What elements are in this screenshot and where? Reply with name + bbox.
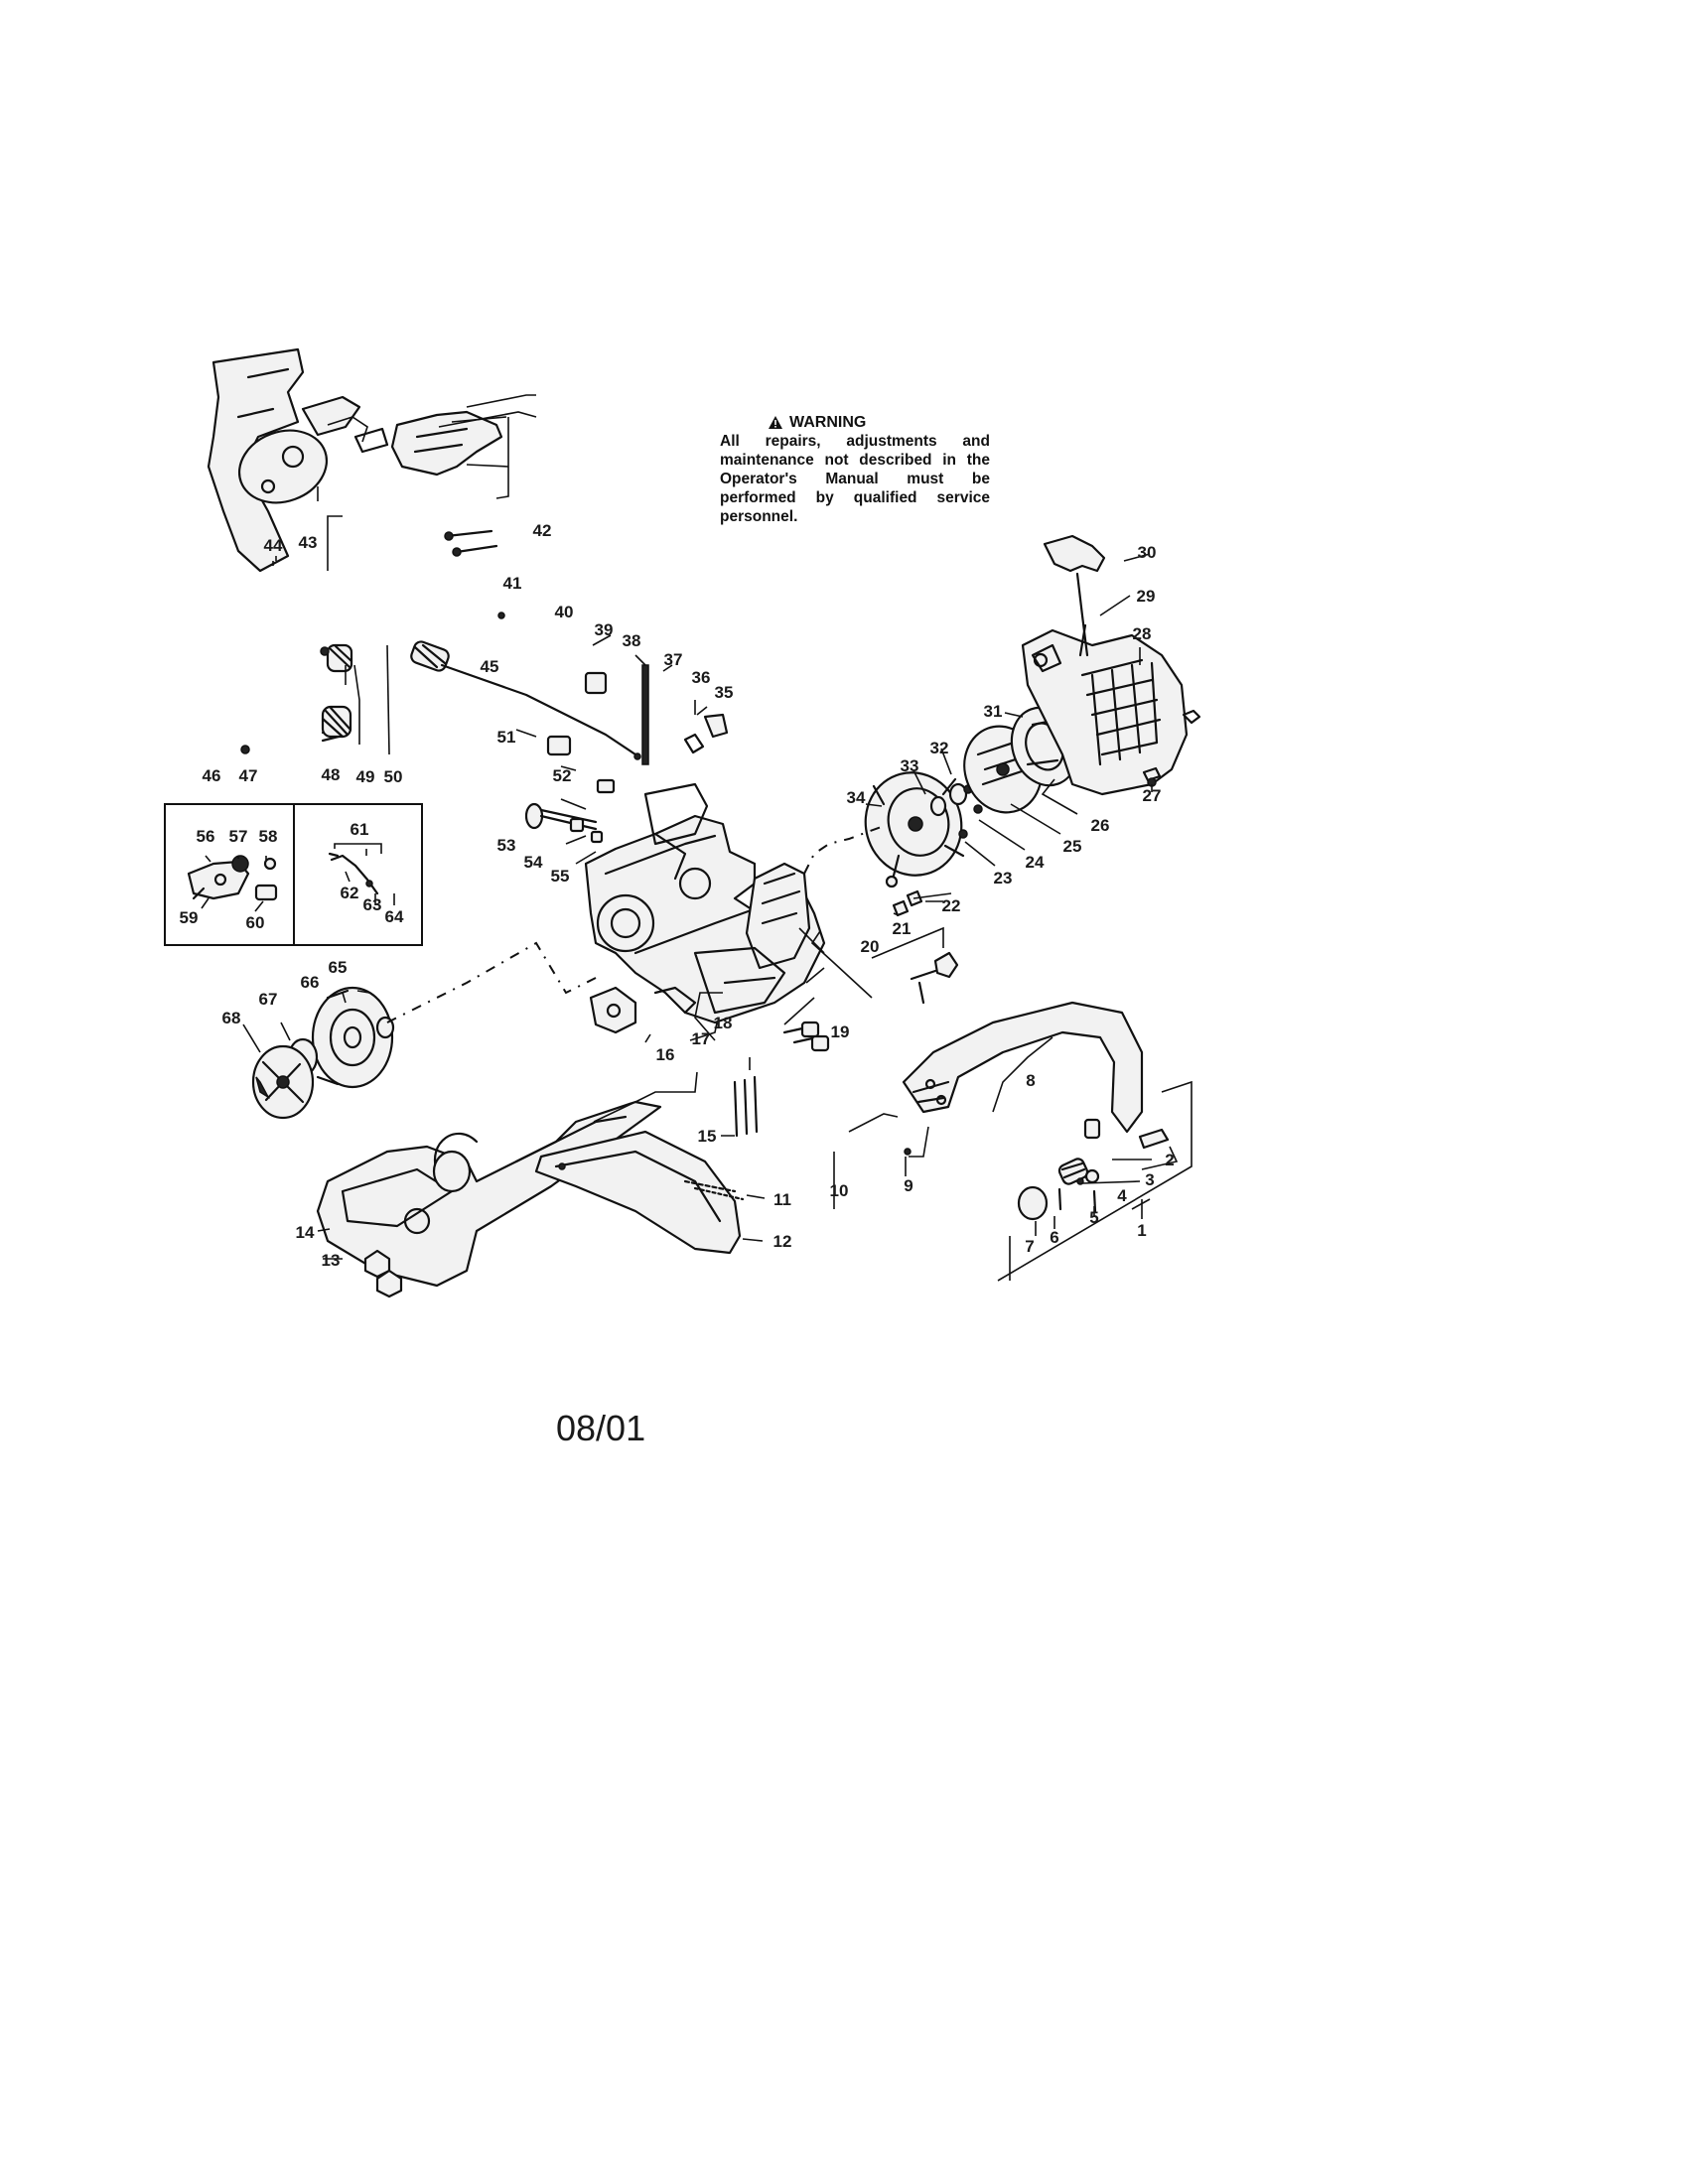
starter-housing-28 bbox=[1021, 628, 1189, 796]
label-32: 32 bbox=[930, 739, 949, 757]
label-52: 52 bbox=[553, 766, 572, 785]
revision-date: 08/01 bbox=[556, 1408, 646, 1448]
label-6: 6 bbox=[1050, 1228, 1058, 1247]
label-36: 36 bbox=[692, 668, 711, 687]
label-63: 63 bbox=[363, 895, 382, 914]
label-61: 61 bbox=[351, 820, 369, 839]
cable-39 bbox=[440, 663, 641, 760]
label-10: 10 bbox=[830, 1181, 849, 1200]
label-1: 1 bbox=[1137, 1221, 1146, 1240]
label-16: 16 bbox=[656, 1045, 675, 1064]
label-57: 57 bbox=[229, 827, 248, 846]
label-25: 25 bbox=[1063, 837, 1082, 856]
label-9: 9 bbox=[904, 1176, 912, 1195]
flywheel-34 bbox=[864, 771, 965, 878]
label-7: 7 bbox=[1025, 1237, 1034, 1256]
label-56: 56 bbox=[197, 827, 215, 846]
label-64: 64 bbox=[385, 907, 404, 926]
handle-bar-top-group bbox=[301, 395, 503, 477]
label-62: 62 bbox=[341, 884, 359, 902]
label-21: 21 bbox=[893, 919, 912, 938]
label-28: 28 bbox=[1133, 624, 1152, 643]
label-51: 51 bbox=[497, 728, 516, 747]
label-19: 19 bbox=[831, 1023, 850, 1041]
chain-adjuster-15-19 bbox=[589, 986, 830, 1138]
label-33: 33 bbox=[901, 756, 919, 775]
label-53: 53 bbox=[497, 836, 516, 855]
label-17: 17 bbox=[692, 1029, 711, 1048]
warning-note: WARNING All repairs, adjustments and mai… bbox=[720, 413, 990, 526]
small-parts-upper bbox=[240, 529, 729, 794]
label-2: 2 bbox=[1165, 1151, 1174, 1169]
label-13: 13 bbox=[322, 1251, 341, 1270]
label-50: 50 bbox=[384, 767, 403, 786]
clutch-drum-66 bbox=[311, 986, 394, 1089]
engine-chassis bbox=[584, 782, 826, 1024]
warning-header: WARNING bbox=[720, 413, 990, 432]
spring-48-49 bbox=[321, 640, 450, 743]
label-38: 38 bbox=[623, 631, 641, 650]
label-22: 22 bbox=[942, 896, 961, 915]
label-20: 20 bbox=[861, 937, 880, 956]
label-23: 23 bbox=[994, 869, 1013, 887]
starter-handle-29-30 bbox=[1043, 534, 1106, 657]
label-49: 49 bbox=[356, 767, 375, 786]
label-34: 34 bbox=[847, 788, 866, 807]
washers-32-33 bbox=[929, 782, 983, 839]
nuts-13 bbox=[363, 1249, 403, 1298]
rear-handle-group bbox=[207, 347, 329, 573]
clutch-68 bbox=[251, 1044, 315, 1120]
label-65: 65 bbox=[329, 958, 348, 977]
label-40: 40 bbox=[555, 603, 574, 621]
label-68: 68 bbox=[222, 1009, 241, 1027]
label-60: 60 bbox=[246, 913, 265, 932]
label-18: 18 bbox=[714, 1014, 733, 1032]
center-lines bbox=[386, 825, 885, 1024]
label-54: 54 bbox=[524, 853, 543, 872]
label-47: 47 bbox=[239, 766, 258, 785]
label-4: 4 bbox=[1117, 1186, 1127, 1205]
label-5: 5 bbox=[1089, 1208, 1098, 1227]
label-58: 58 bbox=[259, 827, 278, 846]
label-24: 24 bbox=[1026, 853, 1045, 872]
label-45: 45 bbox=[481, 657, 499, 676]
label-59: 59 bbox=[180, 908, 199, 927]
label-11: 11 bbox=[773, 1190, 791, 1209]
inset-box bbox=[164, 803, 423, 946]
hand-guard-parts-1-7 bbox=[904, 1118, 1170, 1221]
bolt-53 bbox=[524, 802, 604, 844]
label-3: 3 bbox=[1145, 1170, 1154, 1189]
label-48: 48 bbox=[322, 765, 341, 784]
leader-lines bbox=[201, 394, 1193, 1282]
label-26: 26 bbox=[1091, 816, 1110, 835]
chain-11 bbox=[683, 1179, 745, 1201]
label-12: 12 bbox=[773, 1232, 792, 1251]
guide-bar-12 bbox=[534, 1130, 742, 1255]
part-labels: 1 2 3 4 5 6 7 8 9 10 11 12 13 14 15 16 1… bbox=[180, 521, 1175, 1270]
label-55: 55 bbox=[551, 867, 570, 886]
label-39: 39 bbox=[595, 620, 614, 639]
label-27: 27 bbox=[1143, 786, 1162, 805]
label-41: 41 bbox=[503, 574, 522, 593]
label-29: 29 bbox=[1137, 587, 1156, 606]
label-30: 30 bbox=[1138, 543, 1157, 562]
label-8: 8 bbox=[1026, 1071, 1035, 1090]
label-15: 15 bbox=[698, 1127, 717, 1146]
label-66: 66 bbox=[301, 973, 320, 992]
label-35: 35 bbox=[715, 683, 734, 702]
warning-text: All repairs, adjustments and maintenance… bbox=[720, 433, 990, 525]
label-37: 37 bbox=[664, 650, 683, 669]
label-46: 46 bbox=[203, 766, 221, 785]
front-handle-8 bbox=[902, 1001, 1144, 1134]
label-44: 44 bbox=[264, 536, 283, 555]
label-67: 67 bbox=[259, 990, 278, 1009]
label-14: 14 bbox=[296, 1223, 315, 1242]
label-31: 31 bbox=[984, 702, 1003, 721]
warning-title: WARNING bbox=[789, 414, 867, 431]
label-42: 42 bbox=[533, 521, 552, 540]
label-43: 43 bbox=[299, 533, 318, 552]
warning-triangle-icon bbox=[769, 416, 782, 429]
